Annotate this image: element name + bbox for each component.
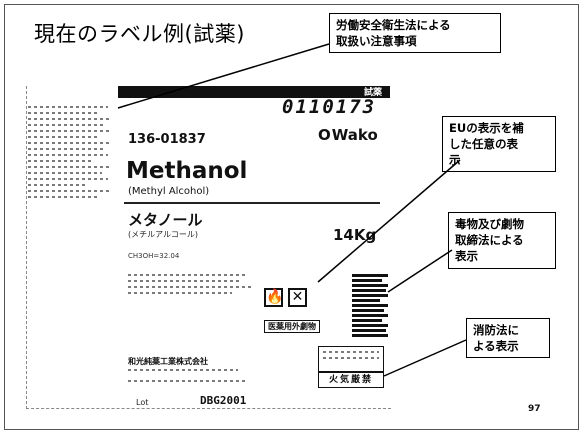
arrow-poison (387, 249, 453, 293)
harmful-x-icon: ✕ (288, 288, 307, 307)
text-line (28, 160, 94, 162)
text-line (28, 118, 112, 120)
bar (352, 284, 388, 287)
slide-frame (4, 4, 579, 430)
callout-poison-line2: 取締法による (455, 233, 524, 247)
callout-eu-line2: した任意の表 (449, 137, 518, 151)
product-name: Methanol (126, 158, 248, 184)
divider (124, 202, 380, 204)
poison-indication-block (352, 272, 390, 340)
callout-eu: EUの表示を補 した任意の表 示 (442, 116, 556, 172)
bar (352, 299, 380, 302)
text-line (28, 136, 98, 138)
lot-code: 0110173 (282, 96, 377, 118)
manufacturer-name: 和光純薬工業株式会社 (128, 357, 208, 366)
jp-product-name: メタノール (128, 211, 203, 229)
text-line (323, 357, 379, 359)
bar (352, 314, 388, 317)
text-line (128, 292, 232, 294)
callout-poison-line3: 表示 (455, 249, 478, 263)
chemical-formula: CH3OH=32.04 (128, 252, 180, 260)
bar (352, 289, 386, 292)
callout-fire-law: 消防法に よる表示 (466, 318, 550, 358)
slide-title: 現在のラベル例(試薬) (34, 22, 245, 46)
product-subname: (Methyl Alcohol) (128, 186, 210, 197)
manufacturer-english (128, 378, 246, 384)
text-line (323, 351, 379, 353)
manufacturer-address (128, 367, 238, 373)
lot-label: Lot (136, 398, 149, 407)
text-line (128, 369, 238, 371)
flame-icon: 🔥 (264, 288, 284, 307)
lot-value: DBG2001 (200, 394, 247, 407)
wako-logo-icon: O (318, 126, 331, 144)
reagent-label (26, 86, 391, 409)
catalog-number: 136-01837 (128, 132, 206, 147)
top-bar-text: 試薬 (363, 88, 382, 98)
text-line (28, 142, 112, 144)
bar (352, 324, 388, 327)
page-number: 97 (528, 404, 541, 414)
callout-poison-law: 毒物及び劇物 取締法による 表示 (448, 212, 556, 269)
fire-law-table (318, 346, 384, 372)
callout-fire-line2: よる表示 (473, 339, 519, 353)
callout-poison-line1: 毒物及び劇物 (455, 217, 524, 231)
text-line (128, 380, 246, 382)
callout-ish-line1: 労働安全衛生法による (336, 18, 451, 32)
text-line (28, 172, 102, 174)
brand-logo: OWako (318, 126, 378, 144)
bar (352, 319, 382, 322)
text-line (128, 280, 240, 282)
label-body-text-block (128, 270, 258, 298)
callout-ish-law: 労働安全衛生法による 取扱い注意事項 (329, 13, 501, 53)
text-line (28, 196, 98, 198)
bar (352, 294, 388, 297)
callout-ish-line2: 取扱い注意事項 (336, 34, 417, 48)
text-line (28, 178, 108, 180)
text-line (28, 106, 108, 108)
bar (352, 329, 386, 332)
text-line (28, 190, 110, 192)
text-line (28, 166, 112, 168)
callout-eu-line3: 示 (449, 153, 461, 167)
brand-name: Wako (331, 126, 378, 144)
bar (352, 334, 388, 337)
callout-fire-line1: 消防法に (473, 323, 519, 337)
text-line (28, 112, 100, 114)
callout-eu-line1: EUの表示を補 (449, 121, 524, 135)
label-top-bar: 試薬 (118, 86, 390, 98)
text-line (28, 148, 106, 150)
poison-hazard-box: 医薬用外劇物 (264, 320, 320, 333)
arrow-fire (383, 339, 467, 377)
arrow-ish-law (117, 43, 330, 109)
arrow-eu (317, 159, 461, 283)
text-line (28, 124, 104, 126)
text-line (28, 184, 88, 186)
bar (352, 274, 388, 277)
label-caution-text-block (28, 102, 114, 252)
text-line (128, 274, 248, 276)
jp-product-subname: (メチルアルコール) (128, 230, 199, 239)
bar (352, 279, 382, 282)
quantity: 14Kg (333, 226, 377, 244)
fire-prohibited-box: 火気厳禁 (318, 372, 384, 388)
text-line (28, 130, 110, 132)
bar (352, 309, 384, 312)
bar (352, 304, 388, 307)
text-line (28, 154, 108, 156)
text-line (128, 286, 254, 288)
